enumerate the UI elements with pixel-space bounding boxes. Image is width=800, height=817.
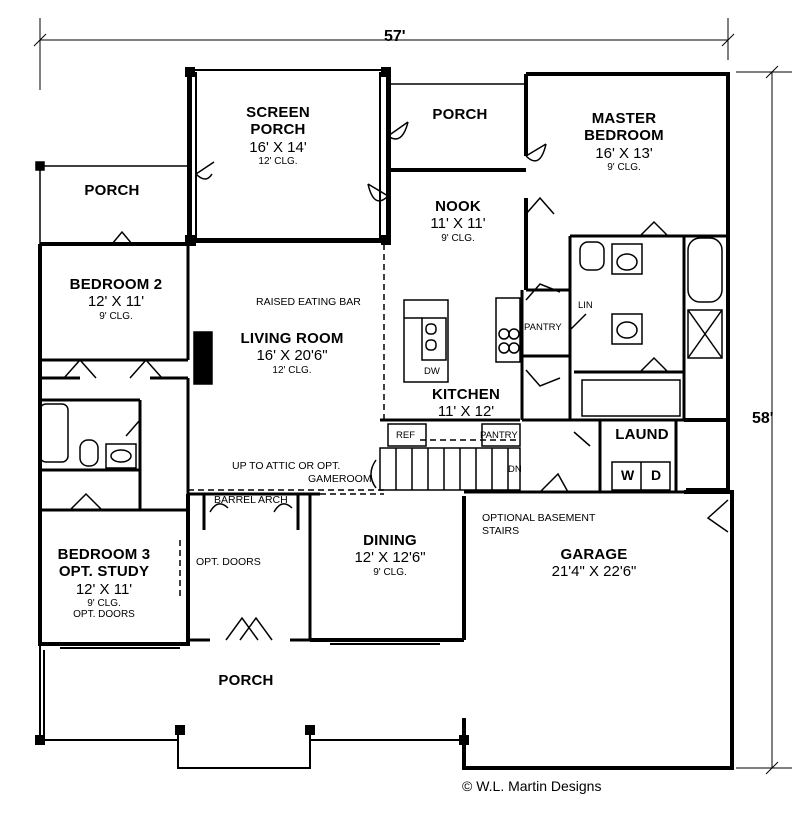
dining-label: DINING 12' X 12'6" 9' CLG. bbox=[354, 532, 425, 578]
nook-size: 11' X 11' bbox=[430, 215, 486, 233]
master-bedroom-label: MASTER BEDROOM 16' X 13' 9' CLG. bbox=[584, 110, 664, 173]
screen-porch-name-1: SCREEN bbox=[246, 104, 310, 121]
interior-walls bbox=[40, 234, 728, 642]
living-room-size: 16' X 20'6" bbox=[256, 347, 328, 365]
dashed-openings bbox=[179, 244, 527, 600]
pantry-note-1: PANTRY bbox=[524, 322, 562, 333]
bedroom2-name: BEDROOM 2 bbox=[69, 276, 163, 293]
screen-porch-frame bbox=[185, 67, 391, 245]
barrel-arch-note: BARREL ARCH bbox=[214, 494, 288, 506]
depth-label: 58' bbox=[752, 410, 774, 427]
porch-front-name: PORCH bbox=[218, 672, 274, 689]
ref-note: REF bbox=[396, 430, 415, 441]
kitchen-name: KITCHEN bbox=[431, 386, 501, 403]
living-room-label: LIVING ROOM 16' X 20'6" 12' CLG. bbox=[240, 330, 343, 376]
front-porch-outline bbox=[35, 643, 469, 769]
master-bedroom-size: 16' X 13' bbox=[595, 144, 653, 162]
basement-note: OPTIONAL BASEMENT STAIRS bbox=[482, 512, 595, 537]
left-porch-outline bbox=[35, 161, 188, 244]
screen-porch-ceiling: 12' CLG. bbox=[258, 155, 298, 167]
dn-note: DN bbox=[508, 464, 522, 475]
laund-label: LAUND bbox=[615, 426, 669, 443]
bedroom3-name-1: BEDROOM 3 bbox=[57, 546, 151, 563]
nook-label: NOOK 11' X 11' 9' CLG. bbox=[430, 198, 485, 244]
dryer-label: D bbox=[651, 467, 662, 483]
living-room-name: LIVING ROOM bbox=[240, 330, 344, 347]
nook-ceiling: 9' CLG. bbox=[441, 232, 475, 244]
basement-line-1: OPTIONAL BASEMENT bbox=[482, 512, 596, 524]
bedroom2-label: BEDROOM 2 12' X 11' 9' CLG. bbox=[70, 276, 163, 322]
depth-dimension-line bbox=[736, 65, 792, 775]
dining-ceiling: 9' CLG. bbox=[373, 566, 407, 578]
porch-top-label: PORCH bbox=[432, 106, 487, 123]
porch-left-label: PORCH bbox=[84, 182, 139, 199]
bedroom3-name-2: OPT. STUDY bbox=[58, 563, 150, 581]
living-room-ceiling: 12' CLG. bbox=[272, 364, 312, 376]
kitchen-size: 11' X 12' bbox=[437, 403, 495, 421]
attic-line-2: GAMEROOM bbox=[308, 472, 372, 485]
master-bedroom-name-2: BEDROOM bbox=[584, 127, 664, 145]
kitchen-label: KITCHEN 11' X 12' bbox=[432, 386, 500, 421]
width-dimension-line bbox=[33, 18, 735, 90]
attic-line-1: UP TO ATTIC OR OPT. bbox=[232, 460, 341, 472]
porch-top-name: PORCH bbox=[432, 106, 488, 123]
dw-note: DW bbox=[424, 366, 440, 377]
porch-left-name: PORCH bbox=[84, 182, 140, 199]
master-bedroom-name-1: MASTER bbox=[591, 110, 657, 127]
pantry-note-2: PANTRY bbox=[480, 430, 518, 441]
laund-name: LAUND bbox=[615, 426, 669, 443]
dining-size: 12' X 12'6" bbox=[354, 549, 426, 567]
kitchen-island bbox=[403, 297, 521, 383]
attic-note: UP TO ATTIC OR OPT. GAMEROOM bbox=[232, 460, 372, 485]
lin-note: LIN bbox=[578, 300, 593, 311]
nook-name: NOOK bbox=[435, 198, 481, 215]
garage-label: GARAGE 21'4" X 22'6" bbox=[552, 546, 637, 581]
garage-size: 21'4" X 22'6" bbox=[551, 563, 637, 581]
door-swings bbox=[63, 121, 729, 641]
porch-front-label: PORCH bbox=[218, 672, 273, 689]
garage-name: GARAGE bbox=[560, 546, 628, 563]
bedroom3-size: 12' X 11' bbox=[75, 580, 133, 598]
bedroom3-extra: OPT. DOORS bbox=[73, 609, 135, 621]
bedroom3-label: BEDROOM 3 OPT. STUDY 12' X 11' 9' CLG. O… bbox=[58, 546, 151, 621]
master-bedroom-ceiling: 9' CLG. bbox=[607, 161, 641, 173]
bedroom2-ceiling: 9' CLG. bbox=[99, 310, 133, 322]
bedroom3-ceiling: 9' CLG. bbox=[87, 597, 121, 609]
screen-porch-size: 16' X 14' bbox=[249, 138, 307, 156]
laundry-machines bbox=[611, 461, 671, 491]
width-label: 57' bbox=[384, 28, 406, 45]
bedroom2-size: 12' X 11' bbox=[87, 293, 145, 311]
bathroom-fixtures bbox=[39, 237, 723, 469]
kitchen-appliances bbox=[387, 423, 521, 447]
washer-label: W bbox=[621, 467, 635, 483]
basement-line-2: STAIRS bbox=[482, 524, 520, 537]
raised-bar-note: RAISED EATING BAR bbox=[256, 296, 361, 308]
copyright: © W.L. Martin Designs bbox=[462, 778, 602, 794]
screen-porch-name-2: PORCH bbox=[250, 121, 306, 139]
dining-name: DINING bbox=[363, 532, 417, 549]
screen-porch-label: SCREEN PORCH 16' X 14' 12' CLG. bbox=[246, 104, 310, 167]
opt-doors-note: OPT. DOORS bbox=[196, 556, 261, 568]
stairs bbox=[370, 447, 521, 491]
